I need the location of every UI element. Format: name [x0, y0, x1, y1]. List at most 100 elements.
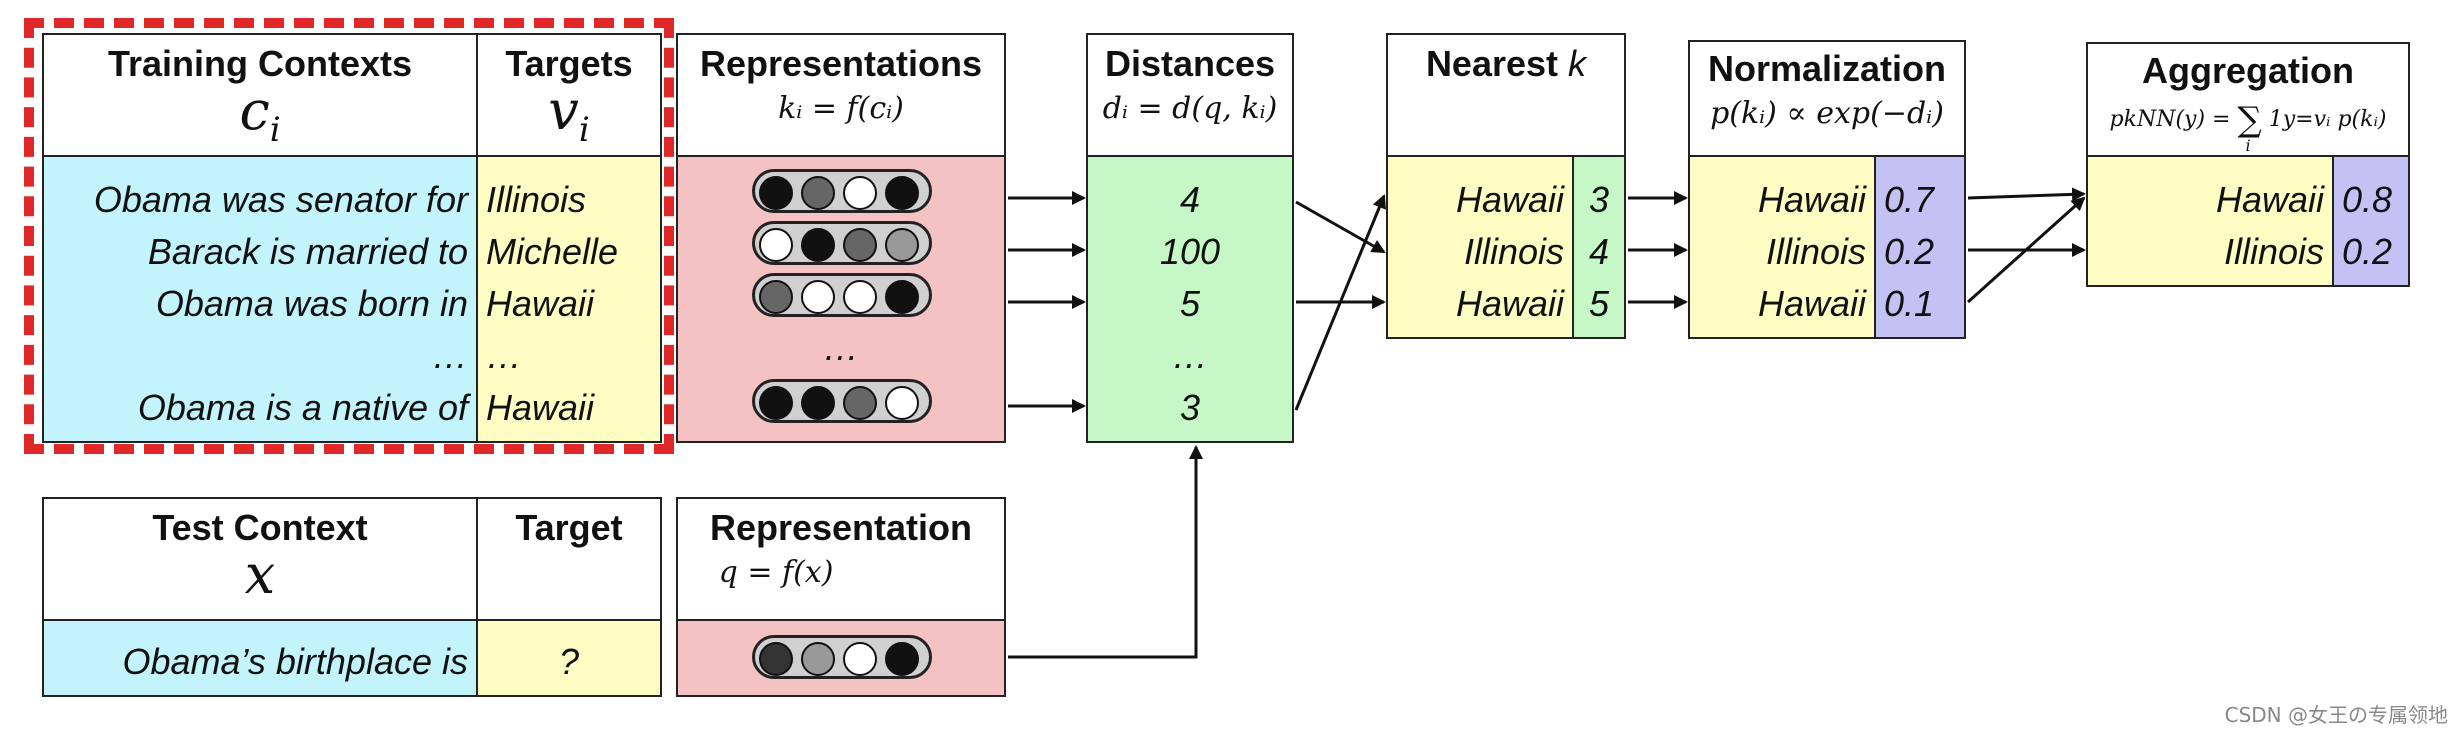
training-targets-title: Targets: [505, 43, 633, 84]
vector-dot: [843, 176, 877, 210]
distance-value: …: [1172, 335, 1208, 376]
nearest-value: 3: [1588, 179, 1610, 220]
vector-dot: [843, 228, 877, 262]
distance-value: 100: [1159, 231, 1221, 272]
training-context-row: Obama was senator for: [93, 179, 468, 220]
normalization-header: Normalization p(kᵢ) ∝ exp(−dᵢ): [1688, 40, 1966, 157]
representations-body: …: [676, 155, 1006, 443]
nearest-value: 4: [1588, 231, 1610, 272]
training-target-row: Illinois: [486, 179, 587, 220]
vector-dot: [885, 176, 919, 210]
training-contexts-body: Obama was senator for Barack is married …: [42, 155, 478, 443]
vector-dot: [885, 642, 919, 676]
distances-title: Distances: [1104, 43, 1276, 84]
test-context-symbol: x: [244, 543, 276, 606]
vector-dot: [885, 280, 919, 314]
distance-value: 4: [1179, 179, 1201, 220]
training-targets-symbol: vi: [548, 79, 590, 150]
aggregation-values-body: 0.8 0.2: [2332, 155, 2410, 287]
training-targets-body: Illinois Michelle Hawaii … Hawaii: [476, 155, 662, 443]
distances-body: 4 100 5 … 3: [1086, 155, 1294, 443]
query-vector-pill: [752, 635, 932, 679]
aggregation-value: 0.2: [2342, 231, 2393, 272]
vector-dot: [843, 642, 877, 676]
training-context-row: Barack is married to: [147, 231, 468, 272]
normalization-value: 0.7: [1884, 179, 1935, 220]
normalization-labels-body: Hawaii Illinois Hawaii: [1688, 155, 1876, 339]
training-contexts-title: Training Contexts: [107, 43, 413, 84]
key-vector-pill: [752, 221, 932, 265]
aggregation-value: 0.8: [2342, 179, 2393, 220]
nearest-label: Hawaii: [1455, 283, 1564, 324]
training-context-row: Obama was born in: [155, 283, 468, 324]
vector-dot: [801, 642, 835, 676]
training-context-row: Obama is a native of: [137, 387, 468, 428]
datastore-highlight: [24, 18, 674, 454]
distance-value: 5: [1179, 283, 1201, 324]
representations-title: Representations: [699, 43, 983, 84]
normalization-label: Hawaii: [1757, 179, 1866, 220]
vector-dot: [801, 386, 835, 420]
test-representation-header: Representation q = f(x): [676, 497, 1006, 621]
vector-dot: [759, 228, 793, 262]
aggregation-label: Illinois: [2223, 231, 2324, 272]
vector-dot: [843, 386, 877, 420]
vector-dot: [759, 176, 793, 210]
normalization-values-body: 0.7 0.2 0.1: [1874, 155, 1966, 339]
distance-value: 3: [1179, 387, 1201, 428]
training-target-row: …: [486, 335, 522, 376]
test-representation-body: [676, 619, 1006, 697]
vector-dot: [885, 386, 919, 420]
test-context-header: Test Context x: [42, 497, 478, 621]
aggregation-formula: pkNN(y) = ∑ i 1y=vᵢ p(kᵢ): [2109, 100, 2387, 155]
test-context-title: Test Context: [152, 507, 368, 548]
key-vector-pill: [752, 169, 932, 213]
arrow: [1295, 200, 1386, 254]
test-context-value: Obama’s birthplace is: [122, 641, 469, 682]
training-targets-header: Targets vi: [476, 33, 662, 157]
distances-formula: dᵢ = d(q, kᵢ): [1102, 91, 1278, 126]
vector-dot: [801, 280, 835, 314]
nearest-label: Hawaii: [1455, 179, 1564, 220]
aggregation-label: Hawaii: [2215, 179, 2324, 220]
vector-dot: [801, 228, 835, 262]
training-contexts-symbol: ci: [239, 79, 281, 150]
normalization-value: 0.1: [1884, 283, 1935, 324]
training-target-row: Hawaii: [486, 283, 595, 324]
normalization-label: Hawaii: [1757, 283, 1866, 324]
distances-header: Distances dᵢ = d(q, kᵢ): [1086, 33, 1294, 157]
arrow: [1008, 445, 1203, 659]
vector-dot: [801, 176, 835, 210]
training-target-row: Michelle: [486, 231, 619, 272]
aggregation-header: Aggregation pkNN(y) = ∑ i 1y=vᵢ p(kᵢ): [2086, 42, 2410, 157]
representations-formula: kᵢ = f(cᵢ): [778, 91, 904, 126]
nearest-labels-body: Hawaii Illinois Hawaii: [1386, 155, 1574, 339]
aggregation-labels-body: Hawaii Illinois: [2086, 155, 2334, 287]
test-context-body: Obama’s birthplace is: [42, 619, 478, 697]
normalization-formula: p(kᵢ) ∝ exp(−dᵢ): [1710, 96, 1944, 131]
training-context-row: …: [432, 335, 468, 376]
nearest-title: Nearest k: [1425, 43, 1587, 84]
arrow: [1967, 187, 2086, 202]
representations-header: Representations kᵢ = f(cᵢ): [676, 33, 1006, 157]
vector-dot: [885, 228, 919, 262]
normalization-title: Normalization: [1707, 48, 1947, 89]
test-target-title: Target: [515, 507, 623, 548]
vector-dot: [843, 280, 877, 314]
vector-dot: [759, 280, 793, 314]
aggregation-title: Aggregation: [2142, 50, 2354, 91]
test-representation-formula: q = f(x): [718, 555, 834, 590]
nearest-value: 5: [1588, 283, 1610, 324]
vector-dot: [759, 642, 793, 676]
watermark: CSDN @女王の专属领地: [2224, 703, 2448, 727]
test-representation-title: Representation: [709, 507, 973, 548]
normalization-label: Illinois: [1765, 231, 1866, 272]
training-contexts-header: Training Contexts ci: [42, 33, 478, 157]
representations-ellipsis: …: [823, 327, 859, 368]
nearest-values-body: 3 4 5: [1572, 155, 1626, 339]
training-target-row: Hawaii: [486, 387, 595, 428]
test-target-body: ?: [476, 619, 662, 697]
normalization-value: 0.2: [1884, 231, 1935, 272]
key-vector-pill: [752, 273, 932, 317]
